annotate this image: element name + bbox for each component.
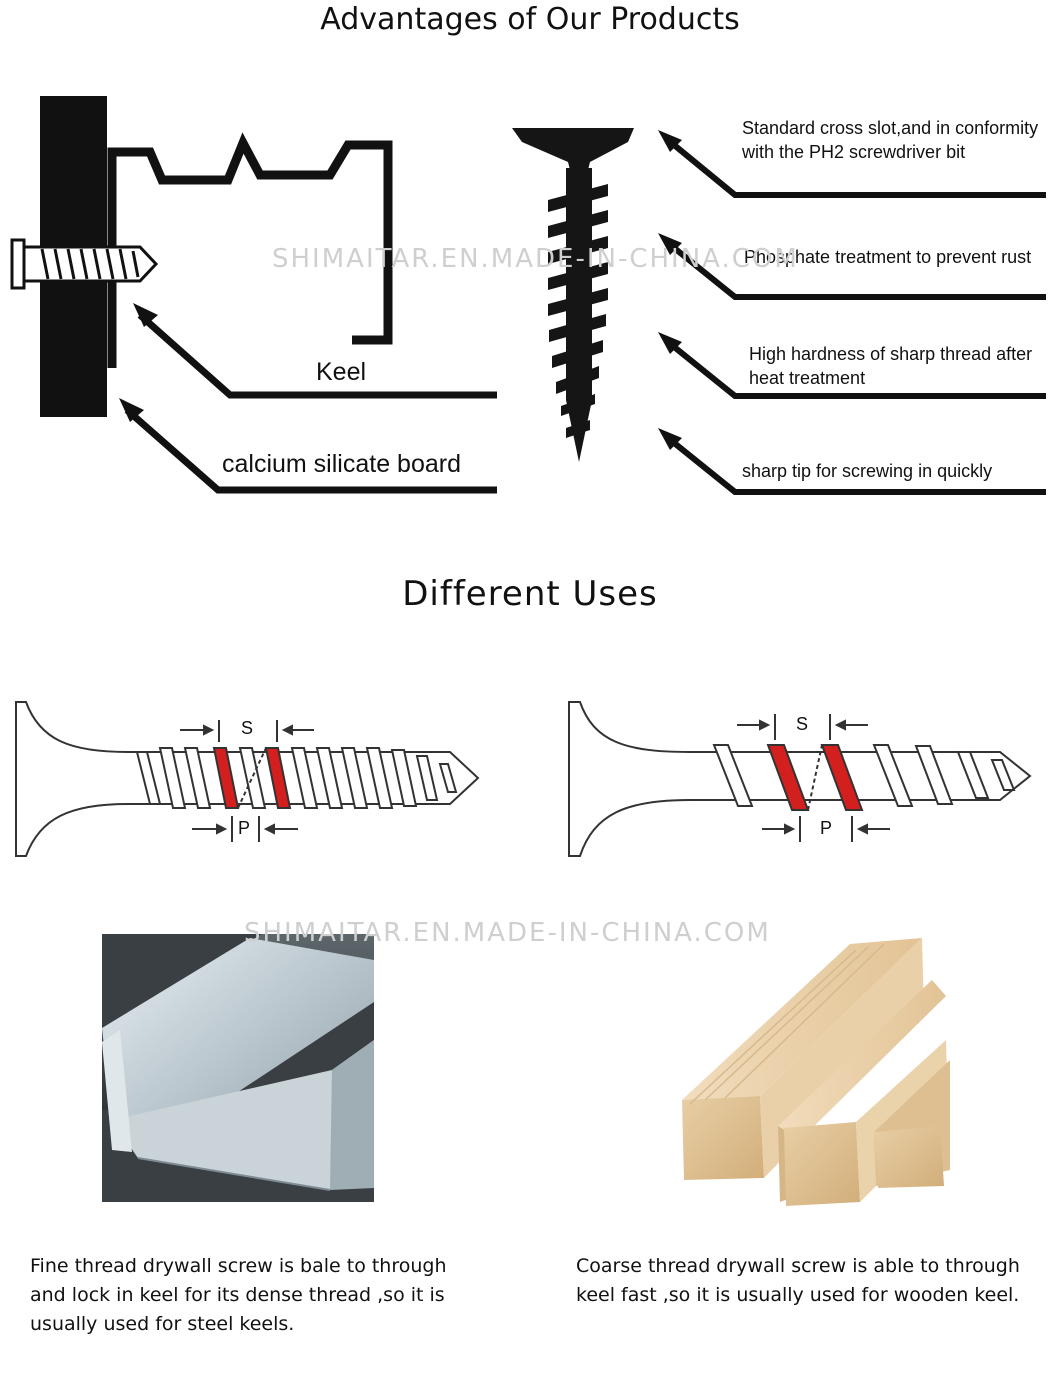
different-uses-title: Different Uses xyxy=(402,574,658,614)
feature-pointers xyxy=(666,137,1046,495)
keel-pointer xyxy=(137,312,497,399)
watermark-bottom: SHIMAITAR.EN.MADE-IN-CHINA.COM xyxy=(244,918,771,948)
coarse-thread-screw xyxy=(568,701,1032,857)
fine-thread-screw xyxy=(15,701,480,857)
mounted-screw xyxy=(10,238,159,290)
steel-keel-photo xyxy=(102,934,374,1202)
watermark-top: SHIMAITAR.EN.MADE-IN-CHINA.COM xyxy=(272,244,799,274)
fine-thread-caption: Fine thread drywall screw is bale to thr… xyxy=(30,1255,447,1335)
keel-profile xyxy=(107,132,393,368)
wooden-battens-photo xyxy=(682,938,950,1206)
board-label: calcium silicate board xyxy=(222,450,461,478)
coarse-thread-caption: Coarse thread drywall screw is able to t… xyxy=(576,1255,1020,1306)
drywall-screw xyxy=(512,128,634,462)
fine-pitch-s-label: S xyxy=(241,718,254,738)
board-keel-diagram xyxy=(10,96,497,494)
feature-phosphate: Phosphate treatment to prevent rust xyxy=(744,247,1032,267)
feature-hardness: High hardness of sharp thread after heat… xyxy=(749,344,1033,388)
keel-label: Keel xyxy=(316,358,367,386)
advantages-title: Advantages of Our Products xyxy=(320,2,740,37)
coarse-pitch-p-label: P xyxy=(820,818,833,838)
board-pointer xyxy=(124,407,497,494)
fine-pitch-p-label: P xyxy=(238,818,251,838)
coarse-pitch-s-label: S xyxy=(796,714,809,734)
feature-cross-slot: Standard cross slot,and in conformity wi… xyxy=(742,118,1039,162)
feature-sharp-tip: sharp tip for screwing in quickly xyxy=(742,461,993,481)
